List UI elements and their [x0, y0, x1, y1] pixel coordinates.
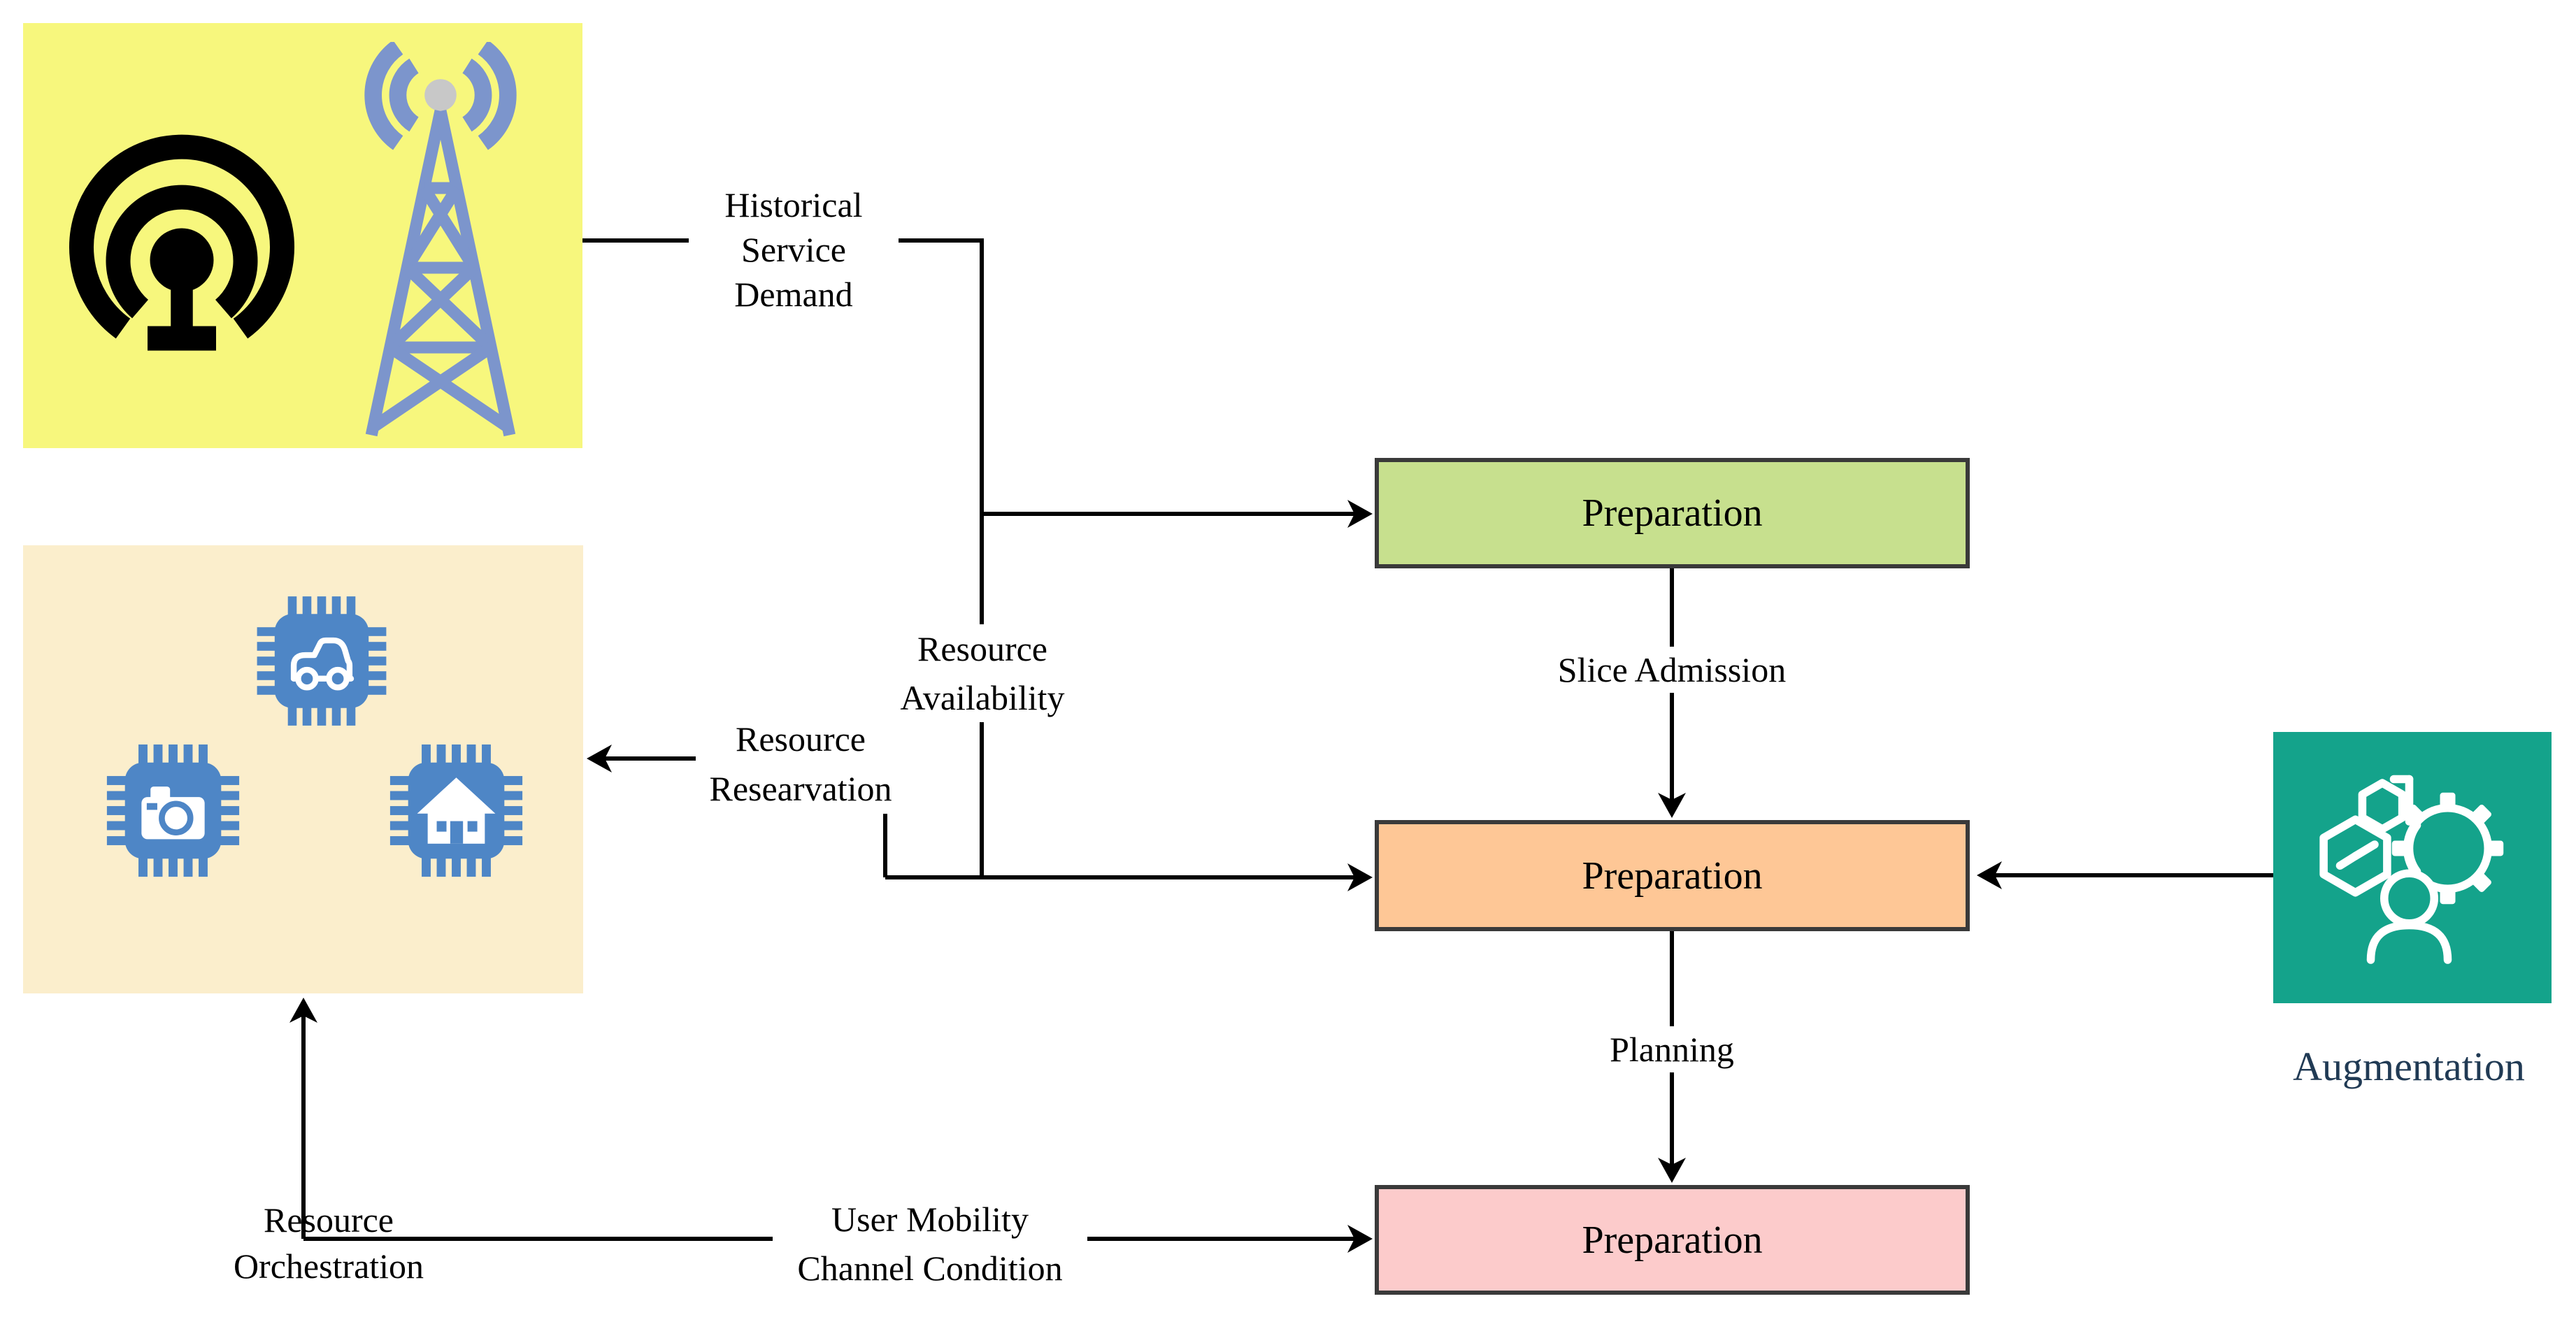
label-historical-service-demand: Historical Service Demand [689, 182, 899, 317]
circuit-brain-icon [2319, 775, 2414, 897]
preparation-box-bottom: Preparation [1375, 1185, 1970, 1295]
label-augmentation: Augmentation [2293, 1044, 2525, 1089]
camera-chip-icon [106, 744, 240, 877]
preparation-box-middle-label: Preparation [1582, 854, 1763, 898]
person-icon [2366, 869, 2452, 964]
label-resource-orchestration: Resource Orchestration [233, 1200, 424, 1286]
podcast-broadcast-icon [69, 134, 294, 351]
preparation-box-middle: Preparation [1375, 820, 1970, 931]
preparation-box-top: Preparation [1375, 458, 1970, 568]
ai-augmentation-icon [2319, 775, 2504, 964]
label-planning: Planning [1591, 1026, 1752, 1072]
preparation-box-bottom-label: Preparation [1582, 1218, 1763, 1262]
connector-to-preparation-top [982, 500, 1373, 528]
preparation-box-top-label: Preparation [1582, 491, 1763, 535]
label-slice-admission: Slice Admission [1543, 647, 1801, 693]
label-resource-reservation: Resource Researvation [696, 714, 906, 814]
label-user-mobility-channel-condition: User Mobility Channel Condition [773, 1195, 1087, 1293]
connector-augmentation [1977, 861, 2273, 889]
radio-tower-icon [364, 42, 517, 437]
connector-slice-admission [1658, 568, 1686, 818]
label-resource-availability: Resource Availability [871, 624, 1094, 722]
connector-to-preparation-middle [885, 863, 1373, 891]
smart-home-chip-icon [389, 744, 523, 877]
car-chip-icon [257, 596, 387, 726]
